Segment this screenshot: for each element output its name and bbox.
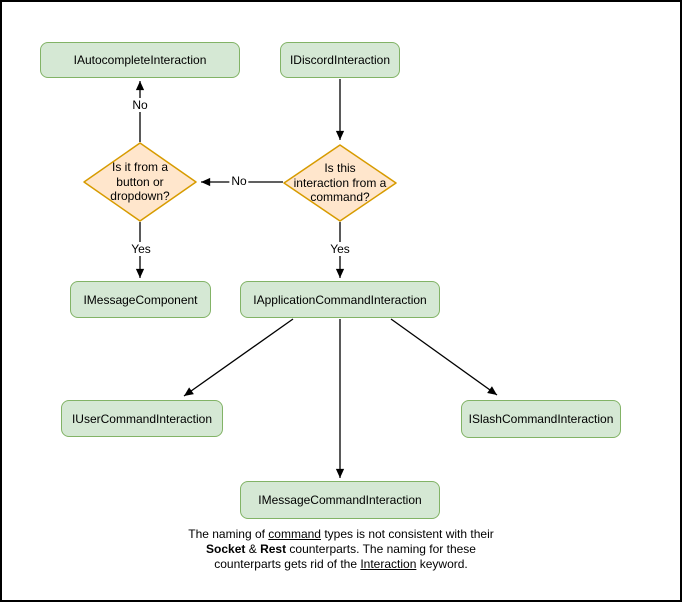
node-discord-interaction: IDiscordInteraction — [280, 42, 400, 78]
note-line: Socket & Rest counterparts. The naming f… — [206, 542, 476, 556]
decision-button-dropdown: Is it from a button or dropdown? — [83, 142, 197, 222]
edge-applicationcommand-to-usercommand — [183, 318, 294, 397]
decision-from-command: Is this interaction from a command? — [283, 144, 397, 222]
node-message-component-label: IMessageComponent — [83, 292, 198, 307]
note-line: counterparts gets rid of the Interaction… — [214, 557, 468, 571]
edge-label-no-left: No — [229, 174, 249, 188]
node-autocomplete-interaction-label: IAutocompleteInteraction — [73, 53, 207, 67]
edge-label-yes-right: Yes — [328, 242, 352, 256]
note-text: The naming of command types is not consi… — [131, 527, 551, 572]
node-message-command-interaction-label: IMessageCommandInteraction — [258, 493, 422, 507]
note-line: The naming of command types is not consi… — [188, 527, 494, 541]
decision-diamond-shape — [283, 144, 397, 222]
decision-button-dropdown-label: Is it from a button or dropdown? — [110, 160, 170, 204]
node-message-command-interaction: IMessageCommandInteraction — [240, 481, 440, 519]
node-slash-command-interaction: ISlashCommandInteraction — [461, 400, 621, 438]
node-application-command-interaction-label: IApplicationCommandInteraction — [253, 292, 427, 307]
decision-from-command-label: Is this interaction from a command? — [293, 161, 387, 205]
node-user-command-interaction: IUserCommandInteraction — [61, 400, 223, 437]
edge-label-yes-left: Yes — [129, 242, 153, 256]
node-slash-command-interaction-label: ISlashCommandInteraction — [468, 412, 614, 426]
node-user-command-interaction-label: IUserCommandInteraction — [71, 411, 213, 426]
edge-applicationcommand-to-slashcommand — [390, 318, 498, 396]
edge-label-no-top: No — [130, 98, 150, 112]
decision-diamond-shape — [83, 142, 197, 222]
node-application-command-interaction: IApplicationCommandInteraction — [240, 281, 440, 318]
node-discord-interaction-label: IDiscordInteraction — [289, 53, 391, 67]
node-message-component: IMessageComponent — [70, 281, 211, 318]
node-autocomplete-interaction: IAutocompleteInteraction — [40, 42, 240, 78]
